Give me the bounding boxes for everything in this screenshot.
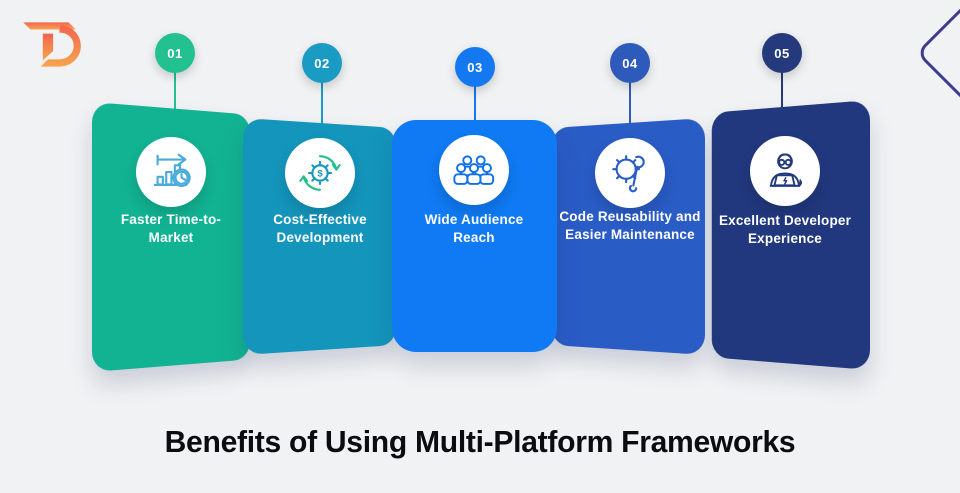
step-number-badge: 02: [302, 43, 342, 83]
step-number: 02: [314, 55, 330, 71]
card-label: Excellent Developer Experience: [718, 213, 852, 247]
brand-logo-icon: [23, 22, 81, 67]
card-label: Code Reusability and Easier Maintenance: [559, 209, 701, 243]
card-label: Faster Time-to-Market: [120, 212, 222, 246]
audience-icon: [453, 155, 495, 185]
badge-connector-line: [174, 53, 176, 130]
step-number-badge: 01: [155, 33, 195, 73]
growth-clock-icon-circle: [136, 137, 206, 207]
badge-connector-line: [781, 53, 783, 128]
step-number: 01: [167, 45, 183, 61]
diamond-outline-icon: [915, 0, 960, 123]
card-label: Cost-Effective Development: [273, 212, 367, 246]
growth-clock-icon: [153, 153, 191, 187]
cost-cycle-icon: $: [299, 155, 341, 191]
page-title: Benefits of Using Multi-Platform Framewo…: [164, 424, 796, 459]
step-number-badge: 05: [762, 33, 802, 73]
badge-connector-line: [321, 63, 323, 146]
cost-cycle-icon-circle: $: [285, 138, 355, 208]
gear-wrench-icon-circle: [595, 138, 665, 208]
step-number-badge: 03: [455, 47, 495, 87]
badge-connector-line: [629, 63, 631, 146]
developer-icon: [769, 153, 803, 187]
step-number-badge: 04: [610, 43, 650, 83]
step-number: 04: [622, 55, 638, 71]
badge-connector-line: [474, 67, 476, 135]
audience-icon-circle: [439, 135, 509, 205]
step-number: 03: [467, 59, 483, 75]
card-label: Wide Audience Reach: [424, 212, 524, 246]
gear-wrench-icon: [612, 155, 645, 193]
svg-text:$: $: [317, 168, 323, 179]
developer-icon-circle: [750, 136, 820, 206]
step-number: 05: [774, 45, 790, 61]
